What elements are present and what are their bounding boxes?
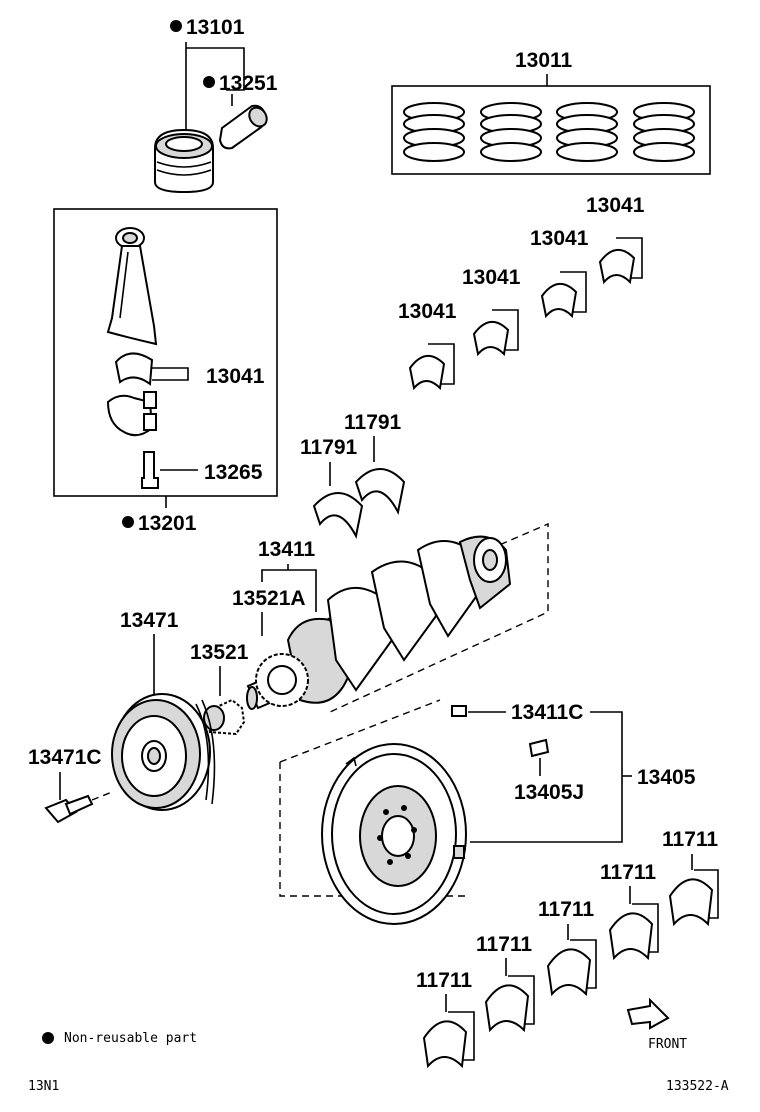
- pulley-bolt: 13471C: [28, 746, 113, 824]
- label-13405[interactable]: 13405: [637, 766, 696, 789]
- non-reusable-bullet-icon: [42, 1032, 54, 1044]
- front-label: FRONT: [648, 1037, 687, 1052]
- label-13411[interactable]: 13411: [258, 538, 316, 561]
- label-11791-b[interactable]: 11791: [344, 411, 402, 434]
- label-13041-a[interactable]: 13041: [586, 194, 645, 217]
- label-13405J[interactable]: 13405J: [514, 781, 584, 804]
- footer-right-code: 133522-A: [666, 1079, 729, 1094]
- label-11791-a[interactable]: 11791: [300, 436, 358, 459]
- label-13041-c[interactable]: 13041: [462, 266, 521, 289]
- crank-sprocket: 13521: [190, 641, 249, 736]
- ring-stack-2: [480, 102, 542, 162]
- ring-stack-1: [403, 102, 465, 162]
- ring-stack-3: [556, 102, 618, 162]
- front-direction-indicator: FRONT: [626, 997, 687, 1052]
- label-13041-rod[interactable]: 13041: [206, 365, 265, 388]
- thrust-washers: 11791 11791: [300, 411, 406, 539]
- label-11711-a[interactable]: 11711: [662, 828, 718, 851]
- label-13041-d[interactable]: 13041: [398, 300, 457, 323]
- label-11711-e[interactable]: 11711: [416, 969, 472, 992]
- legend: Non-reusable part: [42, 1031, 197, 1046]
- label-13201[interactable]: 13201: [138, 512, 197, 535]
- label-11711-b[interactable]: 11711: [600, 861, 656, 884]
- connecting-rod-assembly: 13041 13265 13201: [53, 208, 278, 535]
- label-13471C[interactable]: 13471C: [28, 746, 102, 769]
- crankshaft: 13411 13521A: [232, 522, 549, 713]
- label-13011[interactable]: 13011: [515, 49, 573, 72]
- legend-text: Non-reusable part: [64, 1031, 197, 1046]
- label-13471[interactable]: 13471: [120, 609, 179, 632]
- label-13041-b[interactable]: 13041: [530, 227, 589, 250]
- crank-bearing-group-lower: 11711 11711 11711 11711 11711: [416, 828, 719, 1069]
- footer-left-code: 13N1: [28, 1079, 59, 1094]
- drive-plate-assembly: 13411C 13405 13405J: [279, 699, 696, 925]
- label-13521A[interactable]: 13521A: [232, 587, 306, 610]
- label-13101[interactable]: 13101: [186, 16, 245, 39]
- crank-bearing-group-upper: 13041 13041 13041 13041: [398, 194, 645, 391]
- piston-ring-set: 13011: [391, 49, 711, 175]
- front-arrow-icon: [626, 997, 670, 1030]
- piston-assembly: 13101 13251: [154, 16, 278, 194]
- label-11711-c[interactable]: 11711: [538, 898, 594, 921]
- crank-pulley: 13471: [111, 609, 216, 811]
- ring-stack-4: [633, 102, 695, 162]
- label-11711-d[interactable]: 11711: [476, 933, 532, 956]
- label-13265[interactable]: 13265: [204, 461, 263, 484]
- label-13521[interactable]: 13521: [190, 641, 249, 664]
- label-13411C[interactable]: 13411C: [511, 701, 583, 724]
- label-13251[interactable]: 13251: [219, 72, 278, 95]
